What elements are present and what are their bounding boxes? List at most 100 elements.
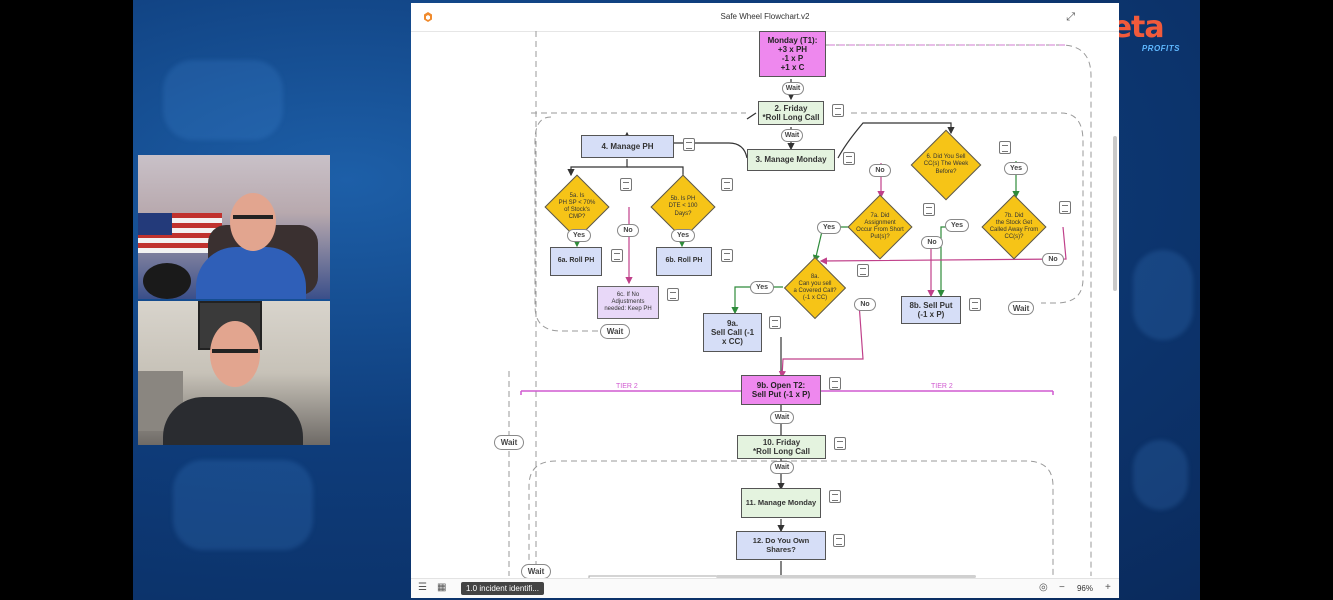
note-icon[interactable] <box>611 249 623 262</box>
no-label: No <box>617 224 639 237</box>
note-icon[interactable] <box>1059 201 1071 214</box>
node-text: 10. Friday <box>762 437 801 447</box>
node-text: Called Away From <box>989 227 1039 233</box>
wait-label: Wait <box>600 324 630 339</box>
wait-label: Wait <box>782 82 804 95</box>
note-icon[interactable] <box>833 534 845 547</box>
tier-2-label: TIER 2 <box>616 383 638 390</box>
node-8b-sell-put[interactable]: 8b. Sell Put (-1 x P) <box>901 296 961 324</box>
grid-icon[interactable]: ▦ <box>437 582 447 593</box>
note-icon[interactable] <box>834 437 846 450</box>
yes-label: Yes <box>817 221 841 234</box>
node-text: Put(s)? <box>870 234 890 241</box>
decision-6-sold-cc[interactable]: 6. Did You Sell CC(s) The Week Before? <box>902 129 990 201</box>
zoom-level: 96% <box>1076 584 1093 593</box>
expand-icon[interactable]: ⤢ <box>1066 11 1075 23</box>
yes-label: Yes <box>671 229 695 242</box>
note-icon[interactable] <box>832 104 844 117</box>
node-text: 9b. Open T2: <box>756 380 806 390</box>
node-manage-monday[interactable]: 3. Manage Monday <box>747 149 835 171</box>
note-icon[interactable] <box>620 178 632 191</box>
node-text: +1 x C <box>780 63 805 73</box>
node-text: 9a. <box>726 318 739 328</box>
wait-loop-box <box>531 112 1084 304</box>
wait-label: Wait <box>494 435 524 450</box>
wait-loop-box <box>561 460 1054 576</box>
node-text: -1 x P <box>781 54 804 63</box>
node-text: of Stock's <box>564 207 590 213</box>
glasses <box>233 215 273 219</box>
zoom-in-button[interactable]: + <box>1105 582 1111 593</box>
note-icon[interactable] <box>829 377 841 390</box>
note-icon[interactable] <box>667 288 679 301</box>
node-text: 7a. Did <box>870 212 890 219</box>
node-text: a Covered Call? <box>793 288 837 294</box>
zoom-out-button[interactable]: − <box>1059 582 1065 593</box>
node-monday-t1[interactable]: Monday (T1): +3 x PH -1 x P +1 x C <box>759 31 826 77</box>
node-text: PH SP < 70% <box>558 199 596 206</box>
node-friday-roll[interactable]: 2. Friday *Roll Long Call <box>758 101 824 125</box>
node-text: DTE < 100 <box>668 203 698 210</box>
node-text: 6c. If No <box>616 292 640 299</box>
node-11-manage-monday[interactable]: 11. Manage Monday <box>741 488 821 518</box>
bottom-toolbar: ☰ ▦ 1.0 incident identifi... ◎ − 96% + <box>411 578 1119 598</box>
person-head <box>230 193 276 251</box>
yes-label: Yes <box>1004 162 1028 175</box>
node-6a-roll-ph[interactable]: 6a. Roll PH <box>550 247 602 276</box>
horizontal-scrollbar[interactable] <box>716 575 976 578</box>
node-text: +3 x PH <box>777 44 808 54</box>
title-bar: Safe Wheel Flowchart.v2 ⤢ <box>411 3 1119 32</box>
note-icon[interactable] <box>721 249 733 262</box>
person-shirt <box>196 247 306 299</box>
note-icon[interactable] <box>857 264 869 277</box>
note-icon[interactable] <box>769 316 781 329</box>
decision-5b[interactable]: 5b. Is PH DTE < 100 Days? <box>650 174 716 240</box>
no-label: No <box>921 236 943 249</box>
bg-decoration <box>163 60 283 140</box>
node-manage-ph[interactable]: 4. Manage PH <box>581 135 674 158</box>
yes-label: Yes <box>567 229 591 242</box>
node-9b-open-t2[interactable]: 9b. Open T2: Sell Put (-1 x P) <box>741 375 821 405</box>
note-icon[interactable] <box>843 152 855 165</box>
page-tab[interactable]: 1.0 incident identifi... <box>461 582 544 595</box>
node-text: Monday (T1): <box>767 35 818 45</box>
microphone <box>143 263 191 299</box>
note-icon[interactable] <box>999 141 1011 154</box>
bg-decoration <box>1133 250 1193 340</box>
decision-7b-called-away[interactable]: 7b. Did the Stock Get Called Away From C… <box>981 194 1047 260</box>
node-text: 8a. <box>810 273 820 280</box>
note-icon[interactable] <box>683 138 695 151</box>
node-6c-keep-ph[interactable]: 6c. If No Adjustments needed: Keep PH <box>597 286 659 319</box>
node-text: Can you sell <box>798 280 832 287</box>
node-12-own-shares[interactable]: 12. Do You Own Shares? <box>736 531 826 560</box>
app-logo-icon[interactable] <box>423 12 433 22</box>
note-icon[interactable] <box>721 178 733 191</box>
node-text: Before? <box>935 168 957 175</box>
list-icon[interactable]: ☰ <box>418 582 427 593</box>
node-text: CC(s)? <box>1004 234 1024 241</box>
tier-2-label: TIER 2 <box>931 383 953 390</box>
note-icon[interactable] <box>969 298 981 311</box>
decision-7a-assignment[interactable]: 7a. Did Assignment Occur From Short Put(… <box>847 194 913 260</box>
node-9a-sell-call[interactable]: 9a. Sell Call (-1 x CC) <box>703 313 762 352</box>
node-text: Sell Call (-1 <box>710 327 755 337</box>
bg-decoration <box>1133 440 1188 510</box>
flowchart-canvas[interactable]: Monday (T1): +3 x PH -1 x P +1 x C Wait … <box>411 31 1119 579</box>
vertical-scrollbar[interactable] <box>1113 136 1117 291</box>
decision-8a-covered-call[interactable]: 8a. Can you sell a Covered Call? (-1 x C… <box>781 256 849 320</box>
bg-decoration <box>173 460 313 550</box>
node-text: Occur From Short <box>856 227 904 233</box>
wait-loop-box <box>528 460 557 576</box>
note-icon[interactable] <box>923 203 935 216</box>
node-text: Assignment <box>864 219 896 226</box>
node-10-friday-roll[interactable]: 10. Friday *Roll Long Call <box>737 435 826 459</box>
no-label: No <box>1042 253 1064 266</box>
note-icon[interactable] <box>829 490 841 503</box>
document-title: Safe Wheel Flowchart.v2 <box>720 12 810 21</box>
node-text: 6. Did You Sell <box>926 154 966 161</box>
no-label: No <box>854 298 876 311</box>
node-text: 5a. Is <box>569 192 585 199</box>
decision-5a[interactable]: 5a. Is PH SP < 70% of Stock's CMP? <box>544 174 610 240</box>
node-6b-roll-ph[interactable]: 6b. Roll PH <box>656 247 712 276</box>
accessibility-icon[interactable]: ◎ <box>1039 582 1048 593</box>
